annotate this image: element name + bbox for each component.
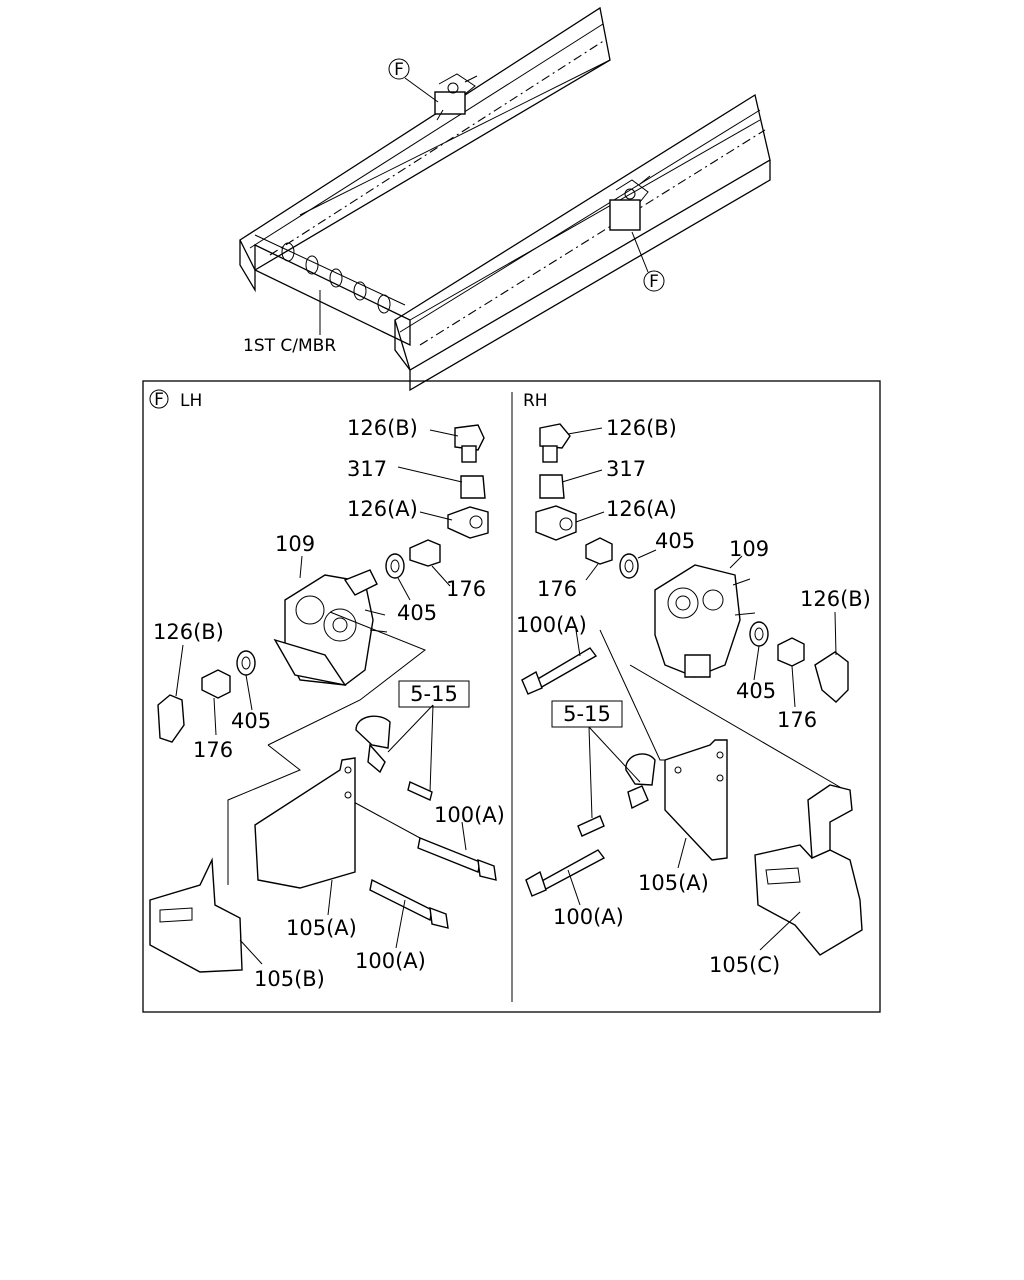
lh-label-126b-top: 126(B) xyxy=(347,416,418,440)
rh-label-126b-right: 126(B) xyxy=(800,587,871,611)
lh-label-100a-mid: 100(A) xyxy=(434,803,505,827)
rh-parts xyxy=(521,423,863,956)
callout-f-upper xyxy=(388,58,410,80)
lh-label-126a: 126(A) xyxy=(347,497,418,521)
chassis-frame-illustration: F F 1ST C/MBR xyxy=(239,6,771,392)
callout-f-upper-text: F xyxy=(394,60,404,80)
rh-label-317: 317 xyxy=(606,457,646,481)
lh-title: LH xyxy=(180,391,202,411)
detail-box-frame xyxy=(142,380,881,1013)
rh-title: RH xyxy=(523,391,548,411)
rh-ref-box-text: 5-15 xyxy=(563,702,611,726)
lh-ref-box-text: 5-15 xyxy=(410,682,458,706)
detail-callout-f-text: F xyxy=(154,390,164,410)
lh-label-405-upper: 405 xyxy=(397,601,437,625)
lh-label-176-lower: 176 xyxy=(193,738,233,762)
rh-label-405-lower: 405 xyxy=(736,679,776,703)
rh-label-176-lower: 176 xyxy=(777,708,817,732)
cross-member-label: 1ST C/MBR xyxy=(243,336,336,356)
rh-label-405-upper: 405 xyxy=(655,529,695,553)
lh-ref-box xyxy=(398,680,470,708)
lh-label-100a-low: 100(A) xyxy=(355,949,426,973)
rh-label-109: 109 xyxy=(729,537,769,561)
callout-f-lower-text: F xyxy=(649,272,659,292)
rh-label-100a-upper: 100(A) xyxy=(516,613,587,637)
rh-label-126a: 126(A) xyxy=(606,497,677,521)
rh-ref-box xyxy=(551,700,623,728)
lh-label-176-upper: 176 xyxy=(446,577,486,601)
lh-label-105a: 105(A) xyxy=(286,916,357,940)
lh-label-105b: 105(B) xyxy=(254,967,325,991)
callout-f-lower xyxy=(643,270,665,292)
rh-label-176-upper: 176 xyxy=(537,577,577,601)
rh-label-105a: 105(A) xyxy=(638,871,709,895)
lh-parts xyxy=(149,424,497,973)
lh-label-126b-left: 126(B) xyxy=(153,620,224,644)
lh-label-109: 109 xyxy=(275,532,315,556)
lh-label-405-lower: 405 xyxy=(231,709,271,733)
rh-label-100a-lower: 100(A) xyxy=(553,905,624,929)
lh-label-317: 317 xyxy=(347,457,387,481)
rh-label-105c: 105(C) xyxy=(709,953,780,977)
detail-callout-f xyxy=(149,389,169,409)
rh-label-126b-top: 126(B) xyxy=(606,416,677,440)
